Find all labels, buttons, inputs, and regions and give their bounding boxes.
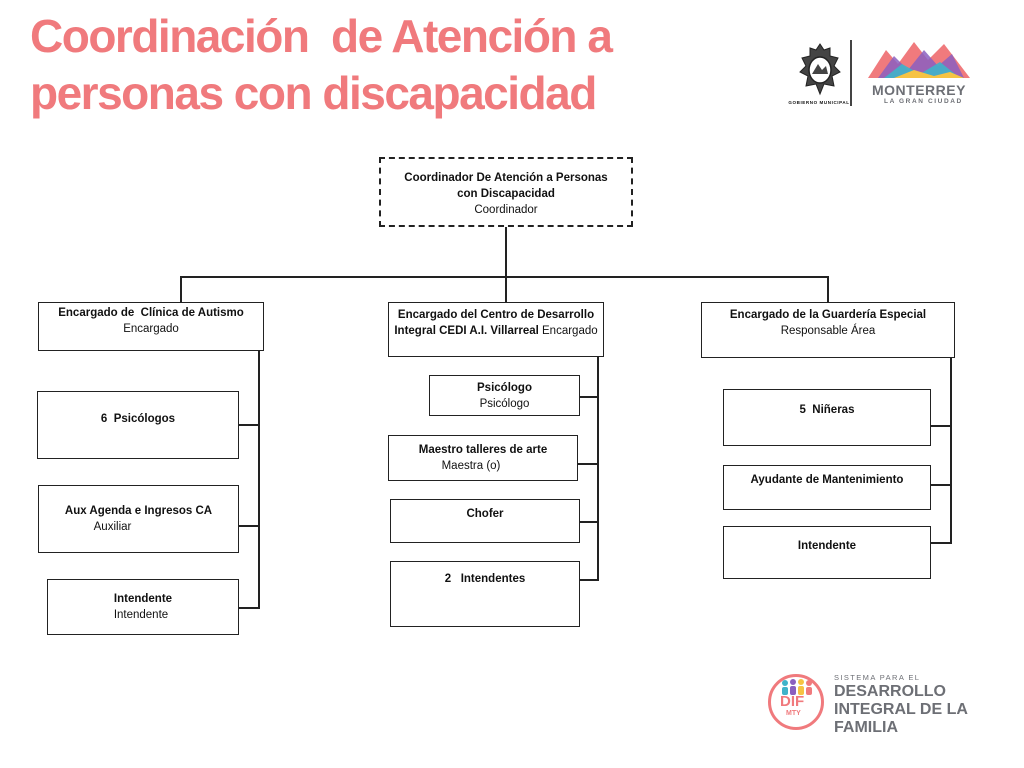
root-connector [505,226,507,278]
coordinator-title-line-1: Coordinador De Atención a Personas [404,172,608,184]
drop-guarderia [827,276,829,303]
guarderia-item-nineras: 5 Niñeras [723,389,931,446]
autismo-tick-3 [238,607,260,609]
autismo-item-psicologos: 6 Psicólogos [37,391,239,459]
cedi-item-1-title: Psicólogo [477,382,532,394]
guarderia-spine [950,357,952,544]
top-bus [180,276,828,278]
autismo-spine [258,350,260,609]
autismo-item-aux-agenda: Aux Agenda e Ingresos CA Auxiliar [38,485,239,553]
autismo-head-box: Encargado de Clínica de Autismo Encargad… [38,302,264,351]
dif-system-label: SISTEMA PARA EL [834,673,921,682]
cedi-tick-2 [577,463,599,465]
drop-autismo [180,276,182,303]
cedi-item-maestro: Maestro talleres de arte Maestra (o) [388,435,578,481]
cedi-item-4-title: 2 Intendentes [444,573,526,585]
dif-line-3: FAMILIA [834,719,898,736]
monterrey-logo: GOBIERNO MUNICIPAL MONTERREY LA GRAN CIU… [786,38,986,110]
autismo-item-intendente: Intendente Intendente [47,579,239,635]
cedi-head-box: Encargado del Centro de Desarrollo Integ… [388,302,604,357]
coordinator-title-line-2: con Discapacidad [457,188,555,200]
coordinator-role: Coordinador [474,204,538,216]
dif-line-1: DESARROLLO [834,683,946,700]
cedi-item-2-role: Maestra (o) [441,460,501,472]
dif-logo: DIF MTY SISTEMA PARA EL DESARROLLO INTEG… [766,668,986,740]
cedi-item-1-role: Psicólogo [479,398,530,410]
cedi-head-line-2: Integral CEDI A.I. Villarreal [394,325,539,337]
dif-mark: DIF [780,693,805,710]
mountain-logo-icon [868,42,970,78]
drop-cedi [505,276,507,303]
guarderia-item-2-title: Ayudante de Mantenimiento [750,474,904,486]
cedi-item-chofer: Chofer [390,499,580,543]
cedi-item-intendentes: 2 Intendentes [390,561,580,627]
autismo-tick-2 [238,525,260,527]
dif-circle-icon [768,674,824,730]
cedi-spine [597,356,599,581]
page-title: Coordinación de Atención a personas con … [30,8,613,122]
guarderia-item-intendente: Intendente [723,526,931,579]
guarderia-tick-1 [930,425,952,427]
title-line-1: Coordinación de Atención a [30,10,613,62]
title-line-2: personas con discapacidad [30,67,597,119]
guarderia-item-3-title: Intendente [797,540,857,552]
cedi-head-line-1: Encargado del Centro de Desarrollo [397,309,595,321]
guarderia-head-title: Encargado de la Guardería Especial [729,309,927,321]
autismo-item-1-title: 6 Psicólogos [100,413,176,425]
cedi-item-3-title: Chofer [466,508,504,520]
guarderia-item-mantenimiento: Ayudante de Mantenimiento [723,465,931,510]
autismo-item-2-role: Auxiliar [93,521,132,533]
family-figures-icon [782,679,812,695]
city-tagline: LA GRAN CIUDAD [884,98,963,105]
autismo-item-3-role: Intendente [113,609,169,621]
autismo-item-3-title: Intendente [113,593,173,605]
dif-mark-sub: MTY [786,710,801,717]
dif-line-2: INTEGRAL DE LA [834,701,968,718]
municipal-seal-icon [799,43,841,96]
cedi-item-psicologo: Psicólogo Psicólogo [429,375,580,416]
guarderia-tick-2 [930,484,952,486]
autismo-head-title: Encargado de Clínica de Autismo [58,307,244,319]
guarderia-head-box: Encargado de la Guardería Especial Respo… [701,302,955,358]
autismo-tick-1 [238,424,260,426]
guarderia-tick-3 [930,542,952,544]
city-name: MONTERREY [872,82,966,98]
cedi-head-role: Encargado [538,325,598,337]
municipal-seal-text: GOBIERNO MUNICIPAL [788,100,850,105]
logo-divider [850,40,852,106]
guarderia-item-1-title: 5 Niñeras [799,404,855,416]
guarderia-head-role: Responsable Área [780,325,876,337]
cedi-tick-1 [579,396,599,398]
autismo-head-role: Encargado [123,323,179,335]
cedi-item-2-title: Maestro talleres de arte [418,444,548,456]
coordinator-box: Coordinador De Atención a Personas con D… [379,157,633,227]
autismo-item-2-title: Aux Agenda e Ingresos CA [64,505,213,517]
cedi-tick-3 [579,521,599,523]
cedi-tick-4 [579,579,599,581]
